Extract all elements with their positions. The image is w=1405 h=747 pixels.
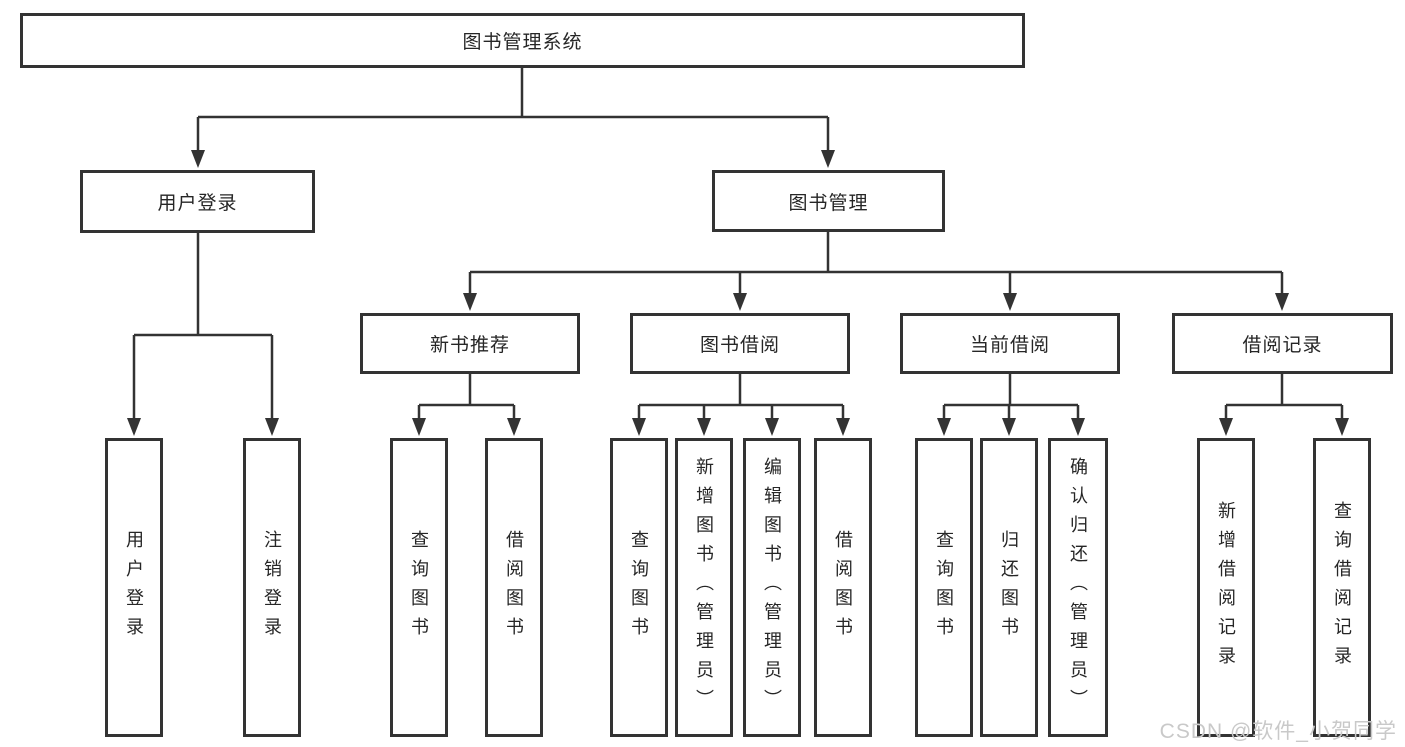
node-label: 当前借阅 [969,335,1050,356]
node-label: 用户登录 [157,193,238,214]
leaf-label: 编辑图书（管理员） [762,457,782,718]
leaf-edit-books-admin: 编辑图书（管理员） [743,438,801,737]
leaf-label: 借阅图书 [504,529,524,646]
node-label: 图书管理系统 [462,32,583,53]
leaf-label: 查询图书 [409,529,429,646]
connector-book-borrow-branch [637,374,845,421]
leaf-query-books-borrow: 查询图书 [610,438,668,737]
node-new-book-recommend: 新书推荐 [360,313,580,374]
node-user-login: 用户登录 [80,170,315,233]
node-label: 图书借阅 [699,335,780,356]
connector-borrow-record-branch [1224,374,1344,421]
leaf-return-books: 归还图书 [980,438,1038,737]
node-book-management: 图书管理 [712,170,945,232]
leaf-query-borrow-record: 查询借阅记录 [1313,438,1371,737]
leaf-label: 新增图书（管理员） [694,457,714,718]
leaf-label: 查询图书 [934,529,954,646]
node-borrow-records: 借阅记录 [1172,313,1393,374]
leaf-confirm-return-admin: 确认归还（管理员） [1048,438,1108,737]
connector-book-management-branch [468,232,1284,297]
leaf-label: 确认归还（管理员） [1068,457,1088,718]
arrowheads [127,150,1349,436]
leaf-label: 归还图书 [999,529,1019,646]
leaf-logout: 注销登录 [243,438,301,737]
leaf-label: 注销登录 [262,529,282,646]
leaf-label: 用户登录 [124,529,144,646]
node-current-borrow: 当前借阅 [900,313,1120,374]
leaf-label: 查询借阅记录 [1332,500,1352,675]
node-library-management-system: 图书管理系统 [20,13,1025,68]
connector-user-login-branch [132,233,274,421]
node-label: 图书管理 [788,192,869,214]
watermark: CSDN @软件_小贺同学 [1159,720,1397,743]
leaf-label: 查询图书 [629,529,649,646]
leaf-add-books-admin: 新增图书（管理员） [675,438,733,737]
connector-root [196,68,830,153]
leaf-label: 借阅图书 [833,529,853,646]
connector-current-borrow-branch [942,374,1080,421]
leaf-borrow-books-recommend: 借阅图书 [485,438,543,737]
connector-new-book-branch [417,374,516,421]
leaf-user-login: 用户登录 [105,438,163,737]
leaf-query-books-recommend: 查询图书 [390,438,448,737]
leaf-add-borrow-record: 新增借阅记录 [1197,438,1255,737]
leaf-query-books-current: 查询图书 [915,438,973,737]
node-label: 借阅记录 [1242,335,1323,356]
leaf-label: 新增借阅记录 [1216,500,1236,675]
node-book-borrow: 图书借阅 [630,313,850,374]
leaf-borrow-books: 借阅图书 [814,438,872,737]
node-label: 新书推荐 [429,335,510,356]
